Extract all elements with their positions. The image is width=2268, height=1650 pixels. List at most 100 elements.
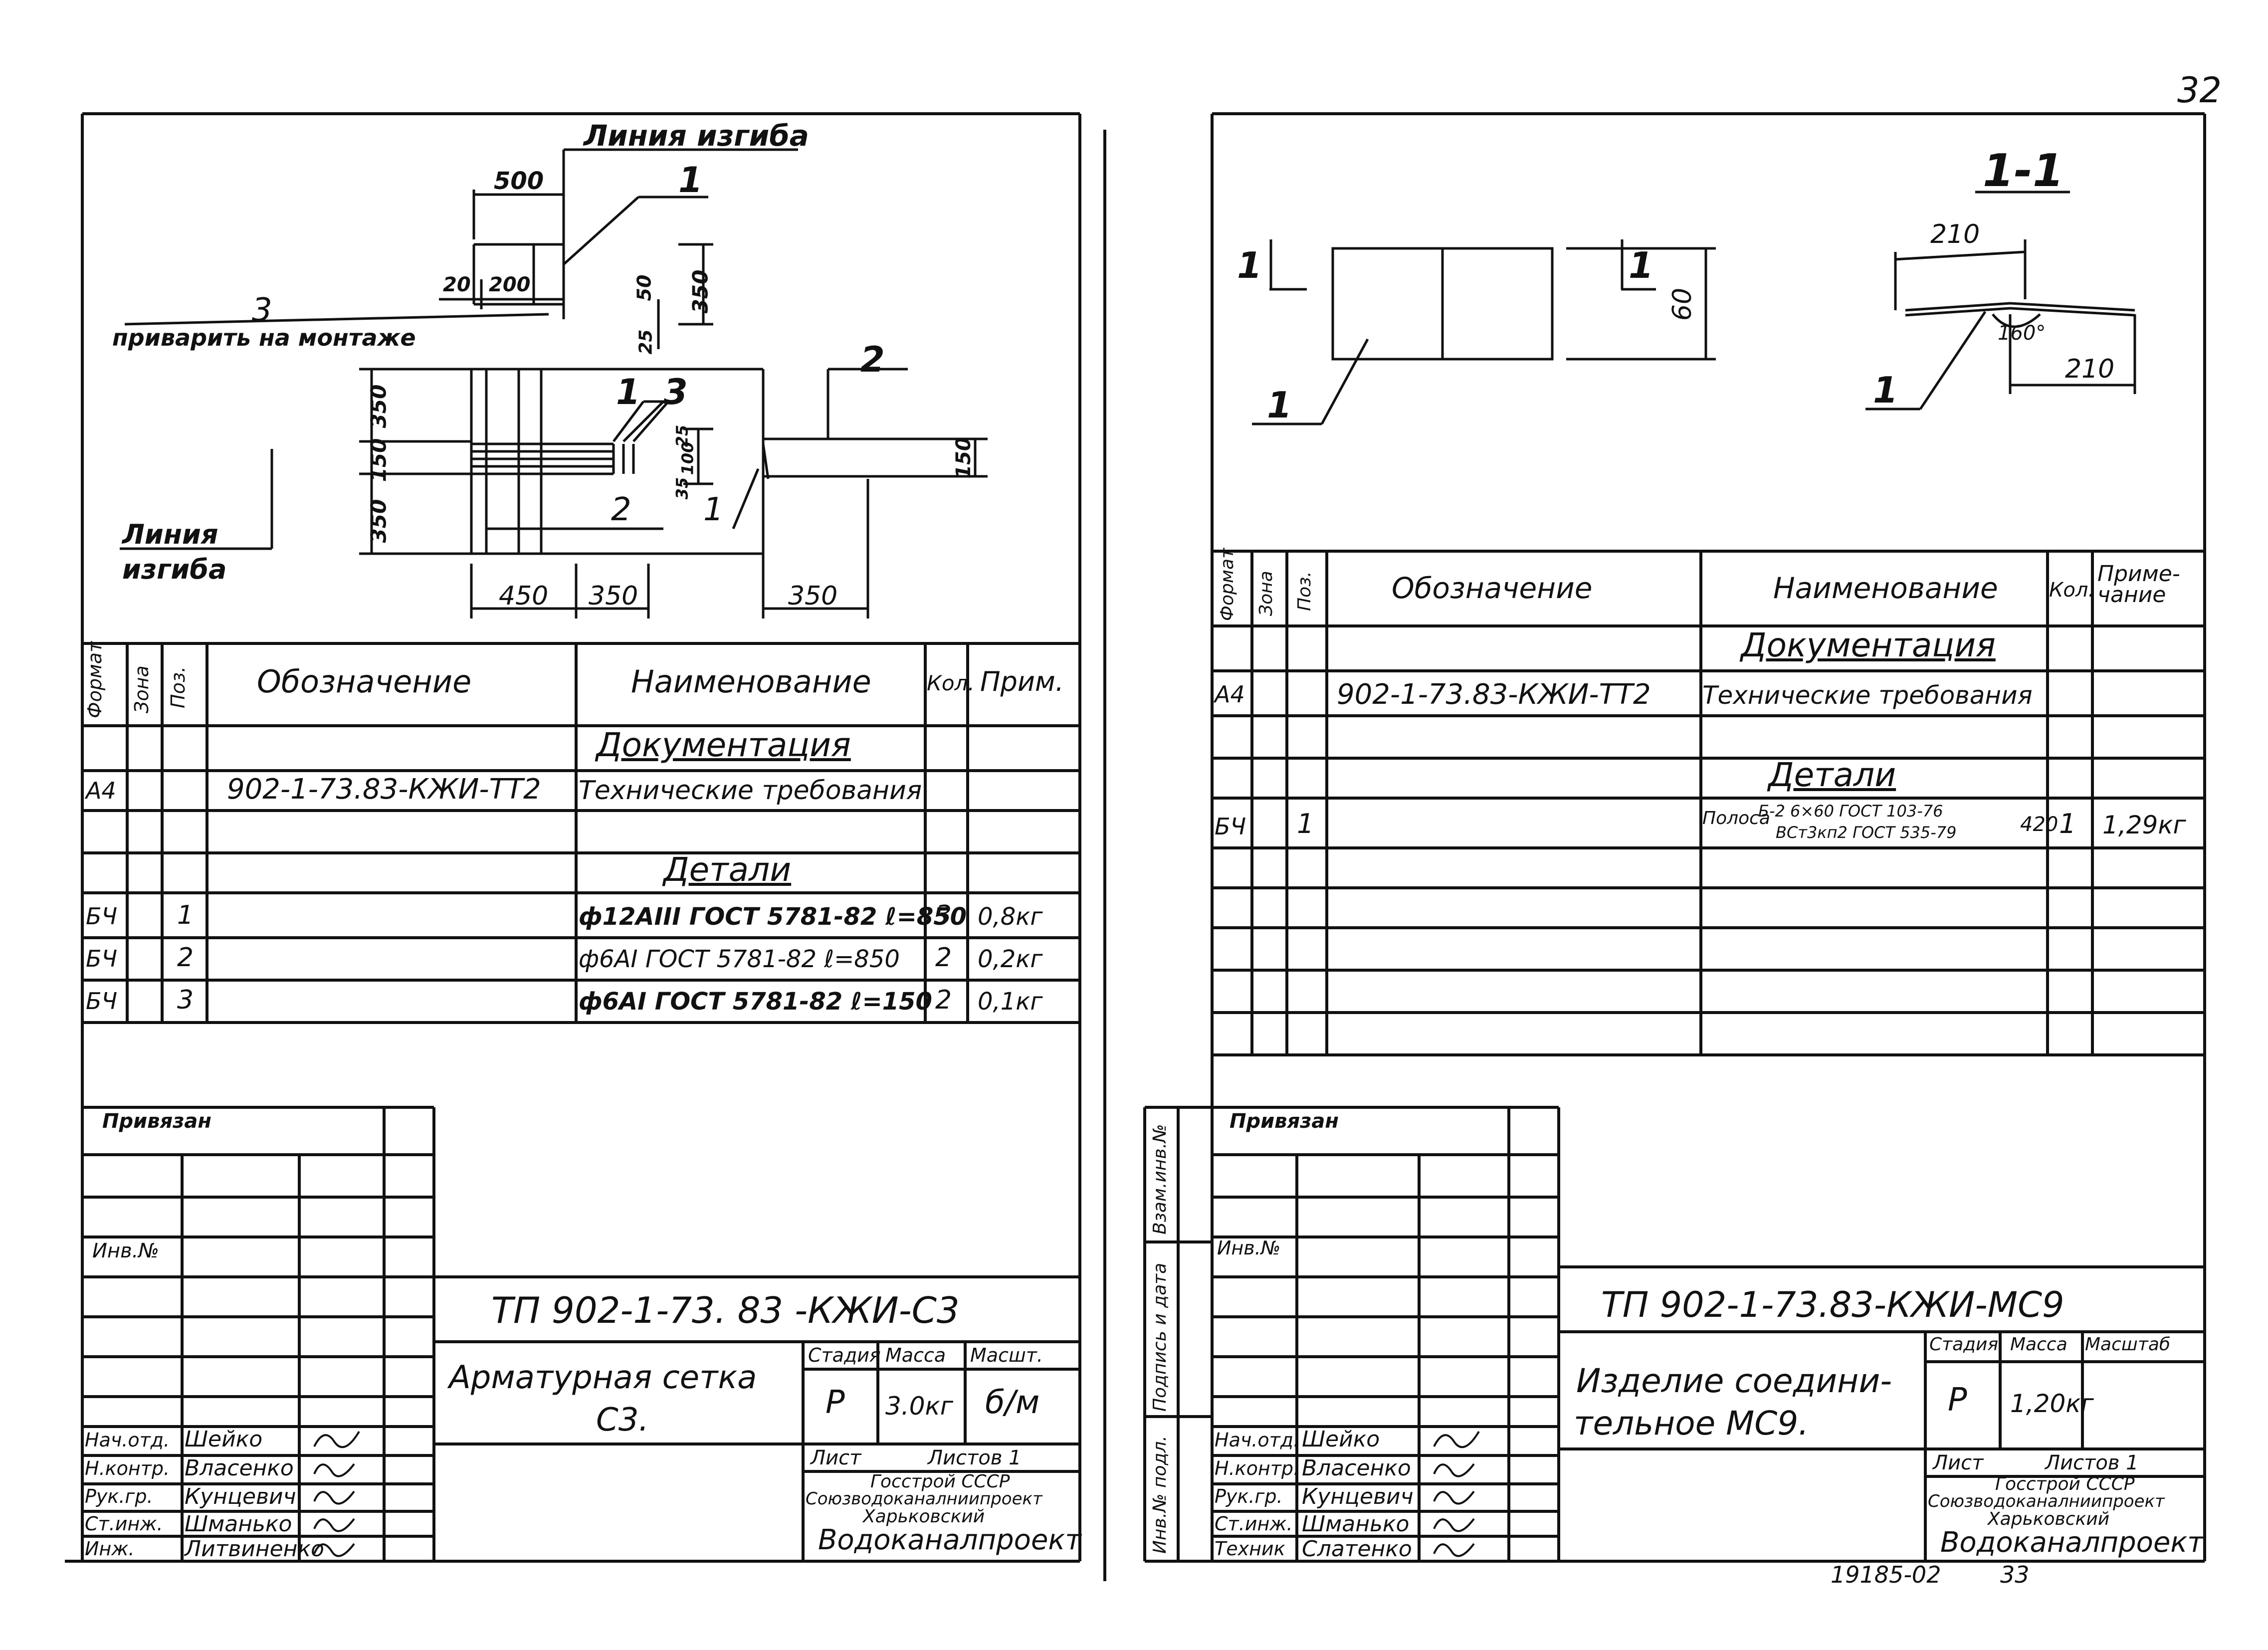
part-row-2-format: БЧ [86, 945, 118, 972]
callout-1-mid: 1 [616, 372, 640, 412]
signature-left-3 [313, 1490, 355, 1505]
sheets-label: Листов 1 [928, 1446, 1022, 1469]
scale-value: б/м [985, 1384, 1040, 1421]
dim-210-top: 210 [1930, 219, 1980, 249]
spec-section-parts: Детали [663, 850, 792, 889]
stage-label: Стадия [808, 1344, 881, 1366]
angle-label: 160° [1998, 322, 2046, 345]
doc-row-format: А4 [86, 777, 116, 804]
dim-20: 20 [443, 273, 471, 296]
drawing-code: ТП 902-1-73. 83 -КЖИ-С3 [491, 1289, 960, 1331]
callout-plate: 1 [1267, 384, 1292, 426]
r-mass-label: Масса [2010, 1334, 2067, 1355]
r-part-row-format: БЧ [1215, 813, 1246, 840]
r-person-3-role: Рук.гр. [1215, 1485, 1283, 1507]
r-org-line-1: Госстрой СССР [1995, 1474, 2135, 1494]
part-row-2-note: 0,2кг [978, 945, 1043, 973]
r-org-line-4: Водоканалпроект [1940, 1526, 2204, 1559]
part-row-1-note: 0,8кг [978, 903, 1043, 931]
signature-left-1 [313, 1431, 360, 1448]
r-stage-value: Р [1948, 1382, 1967, 1419]
r-sheet-label: Лист [1933, 1451, 1984, 1474]
r-spec-section-docs: Документация [1741, 626, 1996, 664]
signature-right-2 [1433, 1463, 1475, 1477]
spec-header-name: Наименование [631, 663, 871, 700]
part-row-2-pos: 2 [177, 943, 194, 973]
r-person-1-role: Нач.отд. [1215, 1429, 1300, 1451]
title-block-inv: Инв.№ [92, 1239, 159, 1262]
part-row-3-qty: 2 [935, 985, 952, 1015]
doc-row-name: Технические требования [579, 776, 922, 806]
dim-210-bottom: 210 [2065, 354, 2115, 384]
person-1-name: Шейко [185, 1427, 263, 1452]
part-row-2-name: ф6АI ГОСТ 5781-82 ℓ=850 [579, 945, 900, 973]
archive-reference: 19185-02 [1831, 1561, 1941, 1588]
bottom-page-number: 33 [2000, 1561, 2030, 1588]
r-drawing-code: ТП 902-1-73.83-КЖИ-МС9 [1601, 1284, 2064, 1325]
dim-350-d: 350 [788, 581, 838, 611]
spec-header-qty: Кол. [927, 671, 975, 695]
r-sheets-label: Листов 1 [2045, 1451, 2139, 1474]
dim-200: 200 [489, 273, 531, 296]
part-row-1-qty: 3 [935, 900, 952, 930]
callout-section: 1 [1873, 369, 1898, 411]
mass-label: Масса [885, 1344, 946, 1366]
r-part-row-name-bottom: ВСт3кп2 ГОСТ 535-79 [1776, 823, 1957, 842]
person-4-name: Шманько [185, 1511, 292, 1537]
callout-2-mid: 2 [611, 491, 631, 528]
part-row-2-qty: 2 [935, 943, 952, 973]
scale-label: Масшт. [970, 1344, 1043, 1366]
callout-3-mid: 3 [663, 372, 688, 412]
signature-right-4 [1433, 1518, 1475, 1532]
r-spec-header-name: Наименование [1773, 571, 1998, 605]
r-part-row-name-top: Б-2 6×60 ГОСТ 103-76 [1758, 802, 1943, 821]
r-doc-row-designation: 902-1-73.83-КЖИ-ТТ2 [1337, 678, 1651, 711]
person-4-role: Ст.инж. [85, 1513, 163, 1535]
spec-section-docs: Документация [596, 726, 851, 764]
r-title-block-inv: Инв.№ [1217, 1237, 1281, 1259]
r-org-line-2: Союзводоканалниипроект [1928, 1491, 2165, 1511]
r-doc-row-format: А4 [1215, 681, 1245, 708]
drawing-name-1: Арматурная сетка [449, 1359, 757, 1396]
org-line-2: Союзводоканалниипроект [806, 1489, 1042, 1509]
stage-value: Р [825, 1384, 845, 1421]
org-line-4: Водоканалпроект [818, 1524, 1081, 1556]
mass-value: 3.0кг [885, 1392, 953, 1421]
r-person-1-name: Шейко [1302, 1427, 1380, 1452]
r-stage-label: Стадия [1929, 1334, 1999, 1355]
person-1-role: Нач.отд. [85, 1429, 170, 1451]
drawing-name-2: С3. [596, 1402, 649, 1439]
r-org-line-3: Харьковский [1988, 1509, 2110, 1529]
person-5-role: Инж. [85, 1538, 135, 1560]
r-spec-header-designation: Обозначение [1392, 571, 1593, 605]
r-scale-label: Масштаб [2085, 1334, 2171, 1355]
r-person-5-role: Техник [1215, 1538, 1285, 1560]
signature-right-1 [1433, 1431, 1480, 1448]
person-2-role: Н.контр. [85, 1457, 170, 1479]
part-row-1-name: ф12АIII ГОСТ 5781-82 ℓ=850 [579, 903, 967, 931]
bend-line-left-1: Линия [122, 519, 218, 550]
person-3-name: Кунцевич [185, 1484, 296, 1509]
r-part-row-note: 1,29кг [2102, 811, 2186, 839]
bend-line-left-2: изгиба [122, 554, 227, 585]
part-row-1-format: БЧ [86, 903, 118, 930]
r-person-5-name: Слатенко [1302, 1536, 1412, 1562]
callout-1-low: 1 [703, 491, 724, 528]
person-2-name: Власенко [185, 1455, 294, 1481]
org-line-3: Харьковский [863, 1506, 985, 1527]
part-row-3-note: 0,1кг [978, 988, 1043, 1016]
weld-note: приварить на монтаже [112, 324, 416, 351]
page-number: 32 [2177, 70, 2222, 111]
callout-1-top: 1 [678, 160, 703, 201]
r-spec-header-qty: Кол. [2049, 579, 2095, 602]
r-person-4-name: Шманько [1302, 1511, 1410, 1537]
cut-mark-left: 1 [1237, 244, 1262, 286]
signature-right-3 [1433, 1490, 1475, 1505]
part-row-1-pos: 1 [177, 900, 194, 930]
person-5-name: Литвиненко [185, 1536, 324, 1562]
dim-500: 500 [494, 167, 544, 195]
title-block-bound: Привязан [102, 1110, 212, 1133]
spec-header-note: Прим. [980, 666, 1064, 697]
